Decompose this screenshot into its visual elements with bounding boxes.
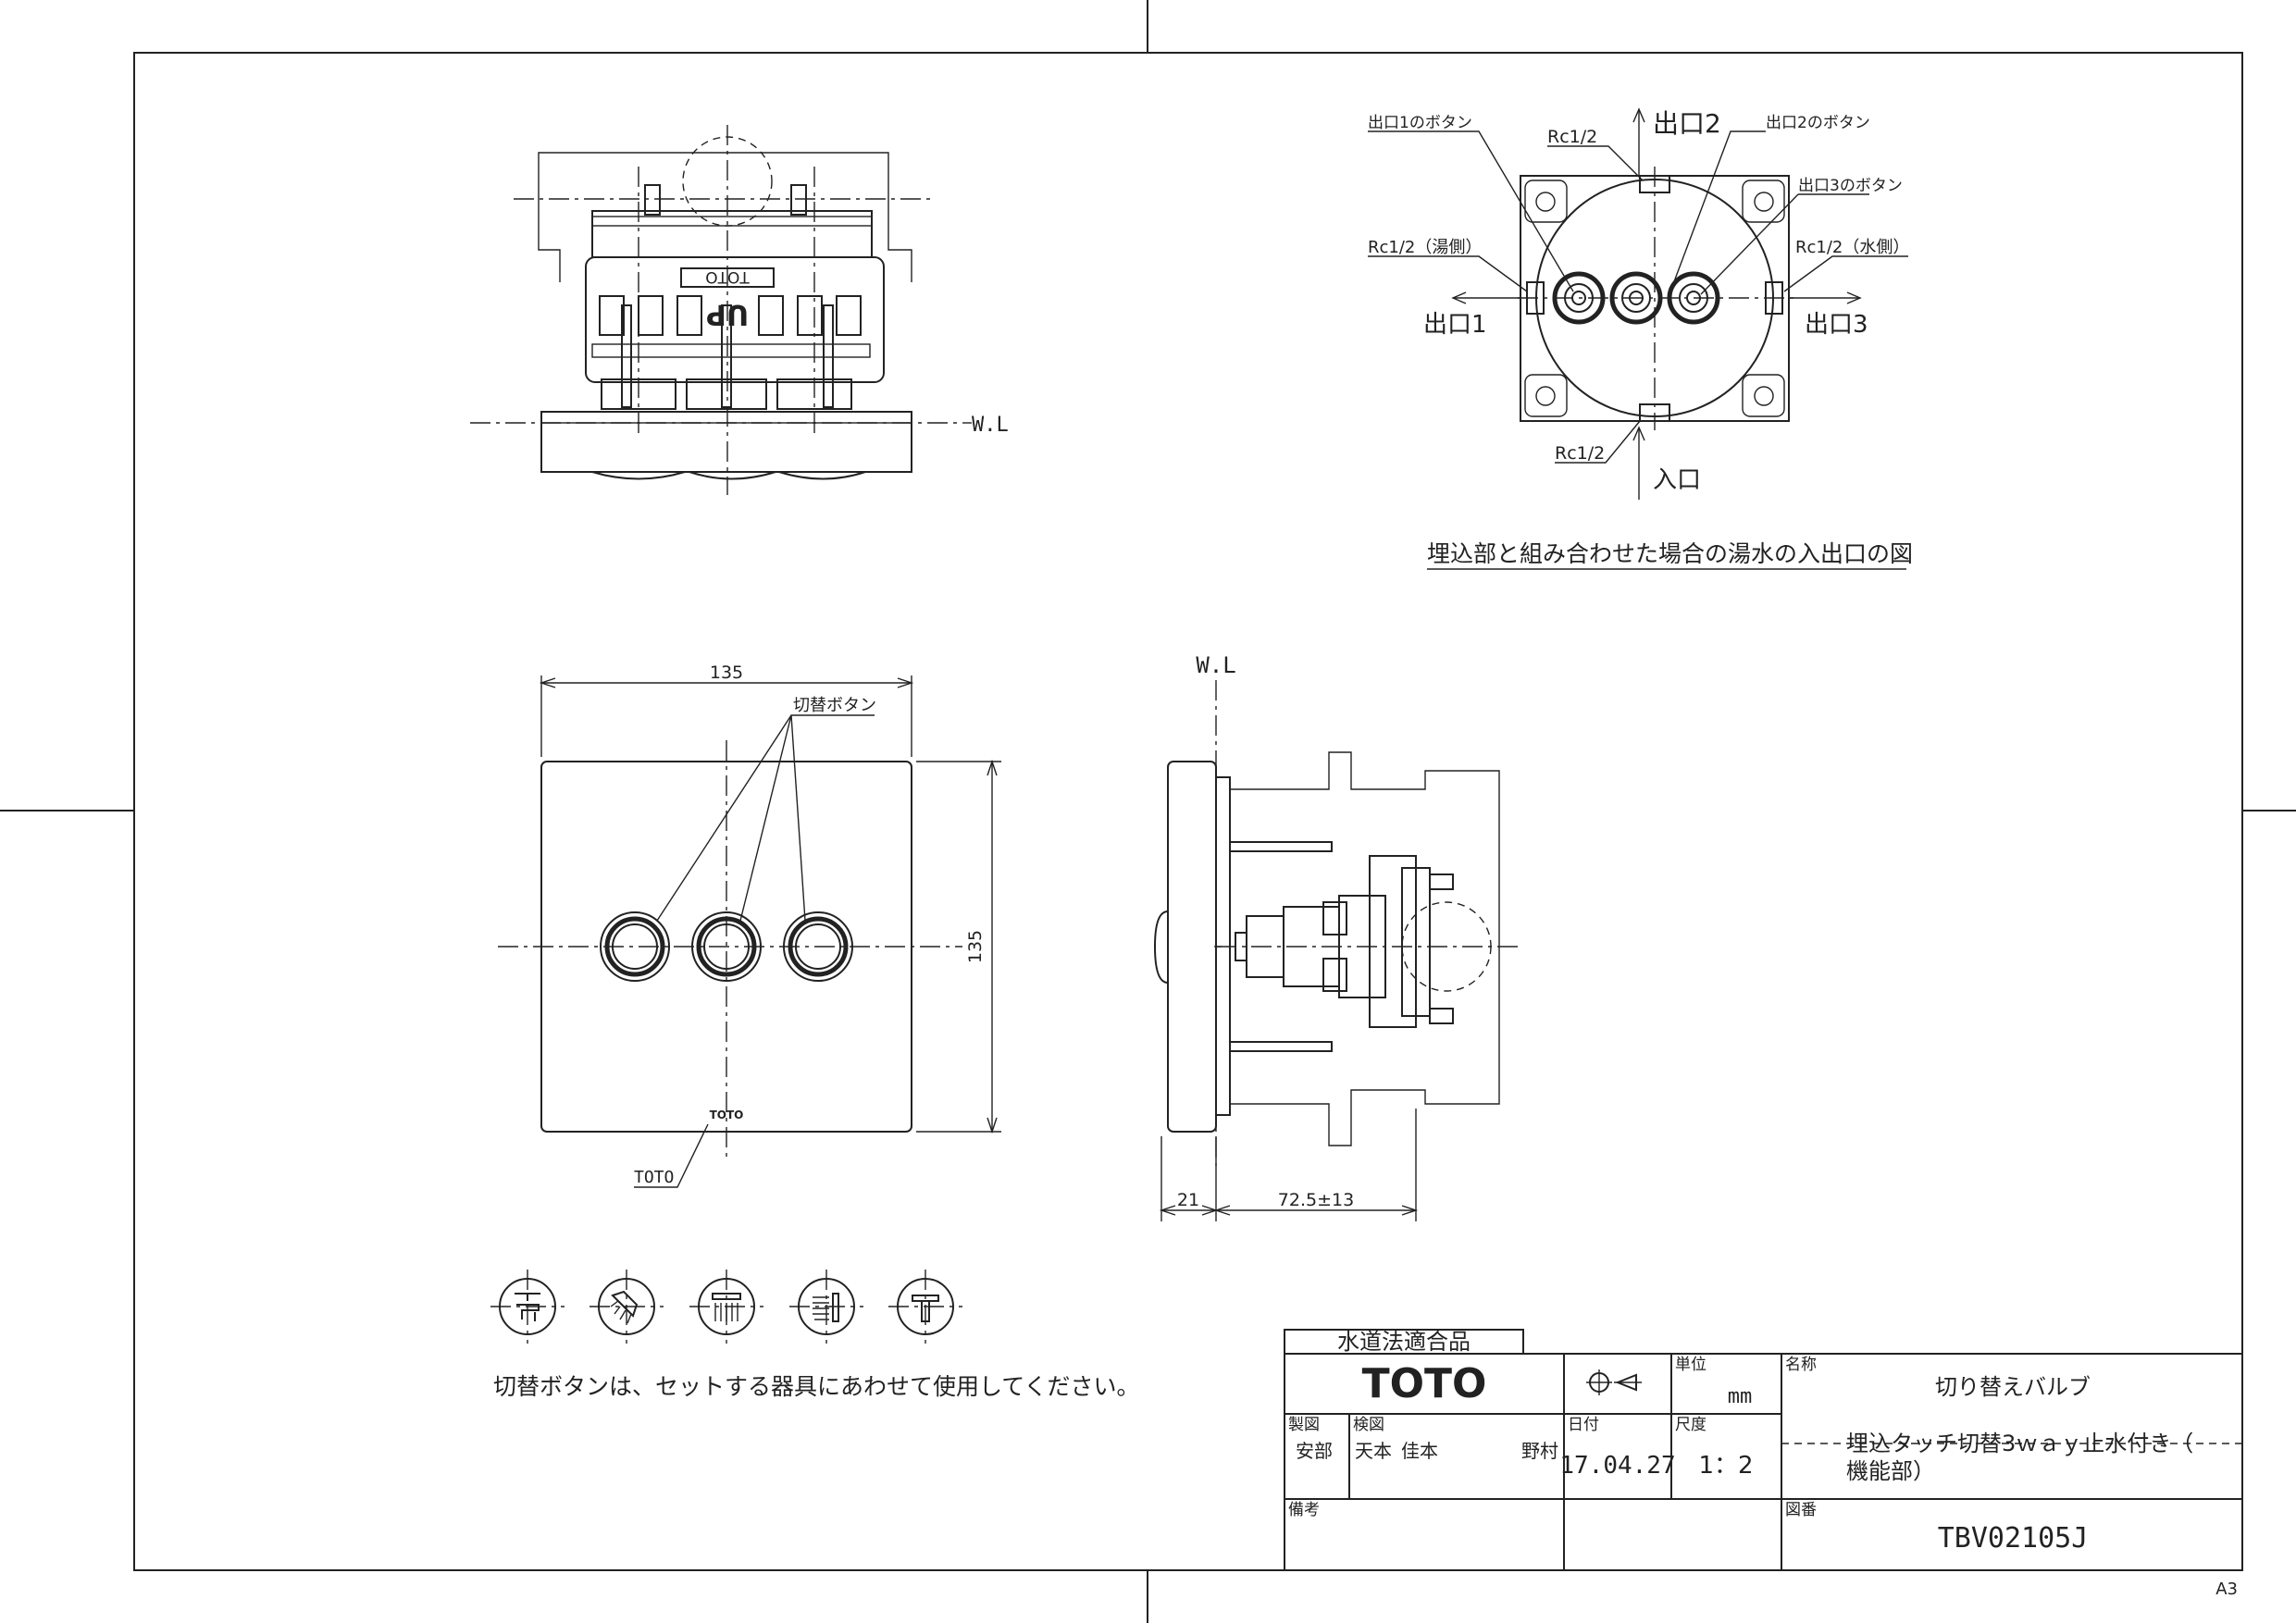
checker-2: 佳本 xyxy=(1401,1440,1438,1462)
plate-height-dim: 135 xyxy=(965,930,986,963)
remarks-label: 備考 xyxy=(1288,1501,1320,1519)
drawing-no-label: 図番 xyxy=(1785,1501,1817,1519)
plate-view xyxy=(498,675,1001,1188)
checker-3: 野村 xyxy=(1521,1440,1558,1462)
icon-usage-note: 切替ボタンは、セットする器具にあわせて使用してください。 xyxy=(493,1373,1140,1400)
plate-width-dim: 135 xyxy=(710,663,743,683)
scale-value: 1：2 xyxy=(1698,1452,1753,1480)
shower-icon xyxy=(590,1270,664,1344)
rain-shower-icon xyxy=(689,1270,763,1344)
certification-label: 水道法適合品 xyxy=(1337,1329,1471,1355)
depth-dim: 72.5±13 xyxy=(1278,1190,1354,1210)
title-block xyxy=(1284,1329,2243,1571)
plumbing-view xyxy=(1368,107,1908,500)
rc-cold-label: Rc1/2（水側） xyxy=(1795,238,1909,257)
sheet-size-label: A3 xyxy=(2215,1580,2238,1599)
outlet2-label: 出口2 xyxy=(1653,108,1721,139)
outlet3-label: 出口3 xyxy=(1805,311,1868,339)
faucet-icon xyxy=(490,1270,565,1344)
drawing-no-value: TBV02105J xyxy=(1938,1522,2089,1555)
description-line-1: 埋込タッチ切替3ｗａｙ止水付き（ xyxy=(1846,1431,2193,1456)
front-view-wl-label: W.L xyxy=(972,414,1009,437)
date-label: 日付 xyxy=(1568,1416,1599,1434)
plate-thickness-dim: 21 xyxy=(1177,1190,1199,1210)
drawn-name: 安部 xyxy=(1296,1440,1333,1462)
rc-bottom-label: Rc1/2 xyxy=(1555,443,1605,464)
side-view xyxy=(1153,680,1518,1221)
toto-logo-label: TOTO xyxy=(634,1168,674,1187)
rc-top-label: Rc1/2 xyxy=(1547,127,1597,147)
scale-label: 尺度 xyxy=(1675,1416,1706,1434)
side-view-wl-label: W.L xyxy=(1196,652,1235,678)
inlet-label: 入口 xyxy=(1653,466,1701,494)
unit-label: 単位 xyxy=(1675,1356,1706,1374)
spout-icon xyxy=(888,1270,962,1344)
outlet1-button-label: 出口1のボタン xyxy=(1368,114,1472,132)
plate-logo: TOTO xyxy=(710,1109,744,1121)
checked-label: 検図 xyxy=(1353,1416,1384,1434)
name-value: 切り替えバルブ xyxy=(1935,1374,2091,1400)
drawn-label: 製図 xyxy=(1288,1416,1320,1434)
switch-button-label: 切替ボタン xyxy=(793,696,876,715)
rc-hot-label: Rc1/2（湯側） xyxy=(1368,238,1482,257)
front-view: TOTO UP xyxy=(470,125,972,495)
outlet2-button-label: 出口2のボタン xyxy=(1766,114,1870,132)
outlet1-label: 出口1 xyxy=(1423,311,1487,339)
outlet3-button-label: 出口3のボタン xyxy=(1798,177,1903,195)
checker-1: 天本 xyxy=(1355,1440,1392,1462)
brand-logo: TOTO xyxy=(1362,1360,1487,1407)
name-label: 名称 xyxy=(1785,1356,1817,1374)
hand-shower-icon xyxy=(789,1270,863,1344)
description-line-2: 機能部） xyxy=(1846,1458,1935,1484)
plumbing-caption: 埋込部と組み合わせた場合の湯水の入出口の図 xyxy=(1427,540,1913,567)
date-value: 17.04.27 xyxy=(1559,1452,1675,1480)
unit-value: mm xyxy=(1728,1385,1753,1408)
